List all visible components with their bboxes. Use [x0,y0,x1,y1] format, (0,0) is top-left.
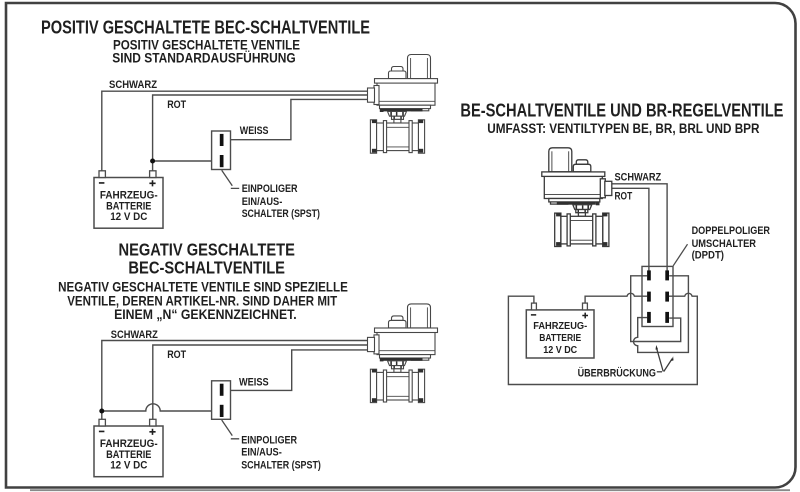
svg-text:12 V DC: 12 V DC [543,345,578,356]
svg-text:BE-SCHALTVENTILE UND BR-REGELV: BE-SCHALTVENTILE UND BR-REGELVENTILE [460,100,783,121]
svg-text:EINPOLIGER: EINPOLIGER [242,183,298,195]
svg-text:EIN/AUS-: EIN/AUS- [242,196,283,208]
svg-text:EIN/AUS-: EIN/AUS- [241,447,282,459]
svg-text:NEGATIV GESCHALTETE VENTILE SI: NEGATIV GESCHALTETE VENTILE SIND SPEZIEL… [58,280,348,295]
svg-text:FAHRZEUG-: FAHRZEUG- [100,438,158,450]
svg-text:ROT: ROT [167,99,186,111]
svg-text:BATTERIE: BATTERIE [106,200,151,212]
svg-text:WEISS: WEISS [239,377,269,389]
svg-text:SCHWARZ: SCHWARZ [109,79,157,91]
svg-text:BEC-SCHALTVENTILE: BEC-SCHALTVENTILE [128,258,285,278]
svg-text:FAHRZEUG-: FAHRZEUG- [533,321,587,332]
svg-text:12 V DC: 12 V DC [110,460,148,472]
svg-text:SCHALTER (SPST): SCHALTER (SPST) [242,208,320,220]
svg-text:ROT: ROT [615,191,633,203]
svg-text:UMSCHALTER: UMSCHALTER [692,238,757,250]
svg-text:FAHRZEUG-: FAHRZEUG- [100,189,158,201]
svg-text:BATTERIE: BATTERIE [106,449,151,461]
svg-text:ÜBERBRÜCKUNG: ÜBERBRÜCKUNG [578,366,656,379]
svg-text:BATTERIE: BATTERIE [539,333,581,344]
svg-text:WEISS: WEISS [240,125,269,137]
svg-text:SCHWARZ: SCHWARZ [615,171,662,183]
svg-text:SCHALTER (SPST): SCHALTER (SPST) [241,460,321,472]
svg-text:NEGATIV GESCHALTETE: NEGATIV GESCHALTETE [119,240,296,260]
svg-text:POSITIV GESCHALTETE VENTILE: POSITIV GESCHALTETE VENTILE [113,38,300,53]
svg-text:EINPOLIGER: EINPOLIGER [241,435,297,447]
svg-text:DOPPELPOLIGER: DOPPELPOLIGER [692,225,771,237]
svg-text:VENTILE, DEREN ARTIKEL-NR. SIN: VENTILE, DEREN ARTIKEL-NR. SIND DAHER MI… [67,294,338,309]
svg-text:(DPDT): (DPDT) [692,250,724,262]
svg-text:ROT: ROT [167,349,186,361]
svg-text:UMFASST: VENTILTYPEN BE, BR, B: UMFASST: VENTILTYPEN BE, BR, BRL UND BPR [487,121,759,136]
svg-text:12 V DC: 12 V DC [110,211,148,223]
svg-text:SCHWARZ: SCHWARZ [111,329,158,341]
svg-text:POSITIV GESCHALTETE BEC-SCHALT: POSITIV GESCHALTETE BEC-SCHALTVENTILE [41,16,370,37]
svg-text:SIND STANDARDAUSFÜHRUNG: SIND STANDARDAUSFÜHRUNG [112,51,296,66]
svg-text:EINEM „N“ GEKENNZEICHNET.: EINEM „N“ GEKENNZEICHNET. [114,307,297,322]
